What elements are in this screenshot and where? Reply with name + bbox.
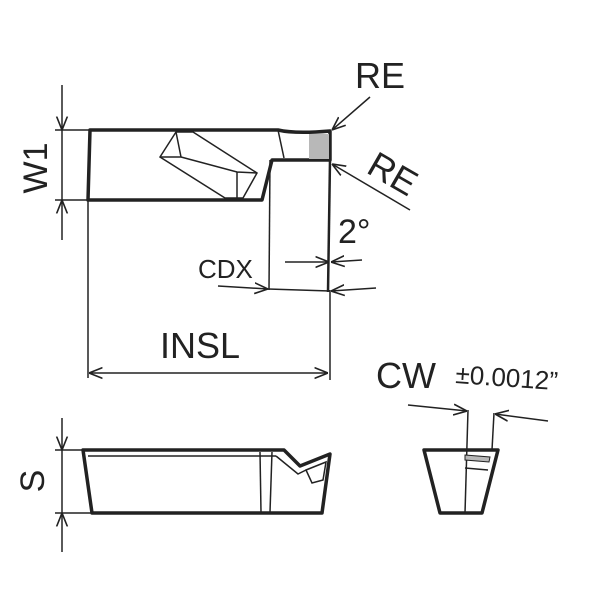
angle-label: 2° <box>338 213 371 251</box>
insl-dimension: INSL <box>89 290 331 380</box>
side-view <box>81 448 332 515</box>
cw-dimension: CW ±0.0012” <box>376 355 559 421</box>
re-top-label: RE <box>355 55 405 96</box>
cdx-label: CDX <box>198 254 253 284</box>
re-callouts: RE RE <box>332 55 425 211</box>
top-view <box>86 128 332 378</box>
insl-label: INSL <box>160 325 240 366</box>
re-side-label: RE <box>361 143 425 204</box>
end-view <box>422 409 500 515</box>
s-label: S <box>14 470 52 493</box>
w1-label: W1 <box>17 143 55 194</box>
cdx-dimension: 2° CDX <box>198 213 377 291</box>
cw-label: CW <box>376 355 436 396</box>
w1-dimension: W1 <box>17 85 90 240</box>
cw-tolerance: ±0.0012” <box>455 359 559 396</box>
cutting-tip <box>309 134 329 159</box>
s-dimension: S <box>14 418 92 552</box>
